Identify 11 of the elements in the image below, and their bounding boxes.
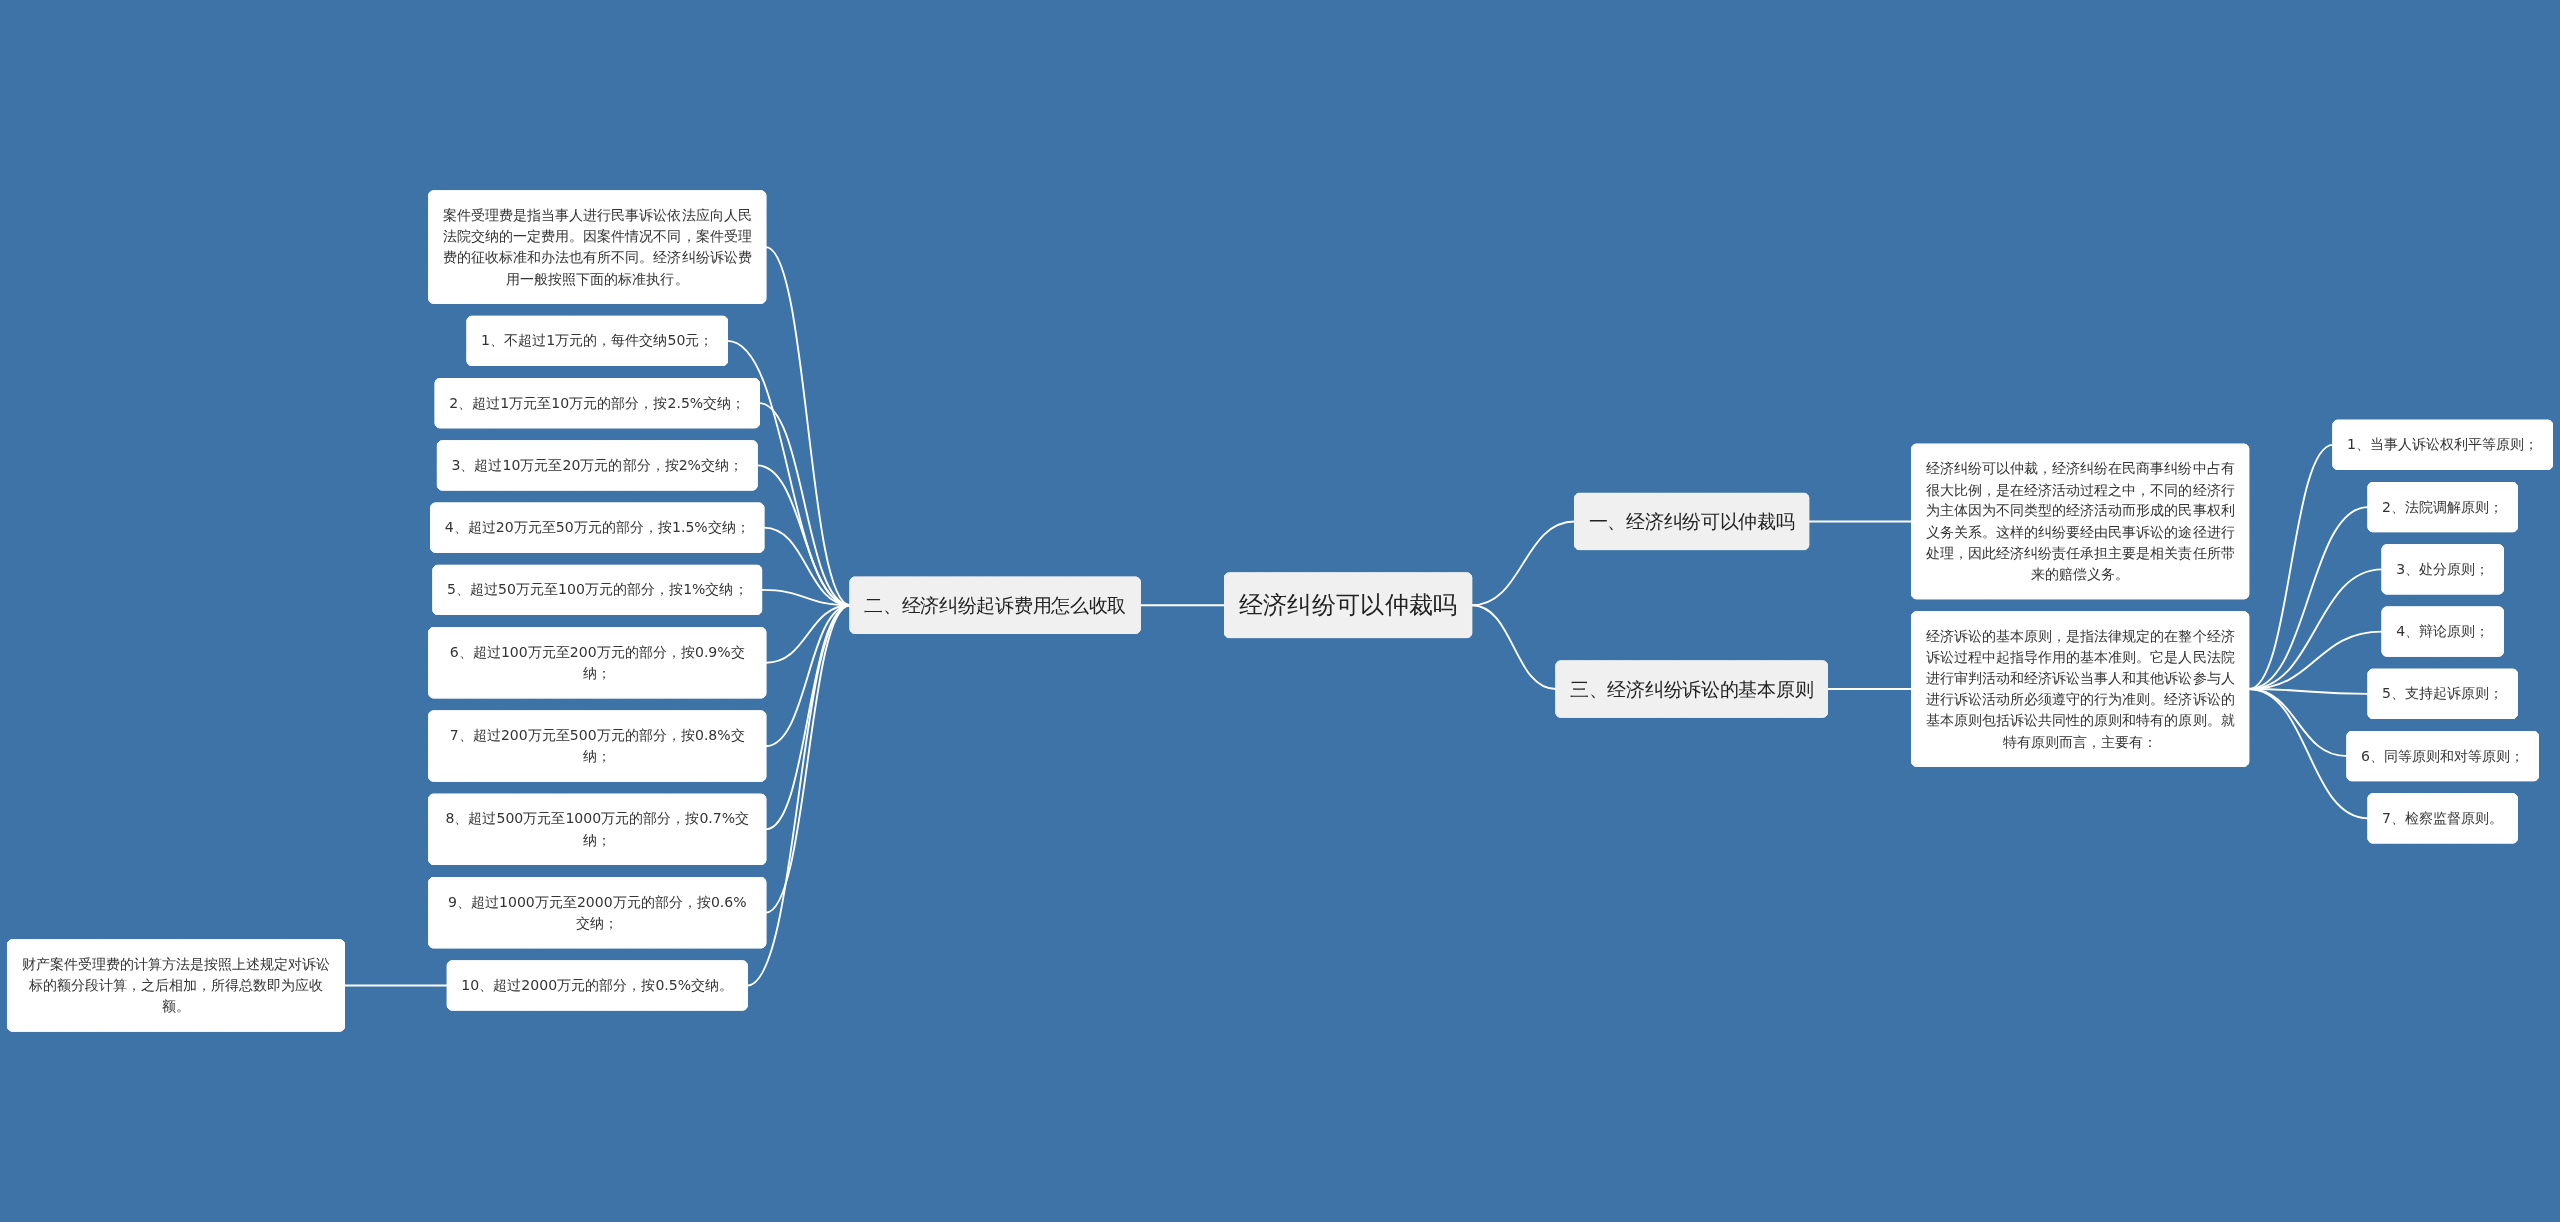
connector — [1139, 604, 1226, 607]
connector — [1807, 520, 1913, 523]
connector — [726, 340, 851, 607]
connector — [758, 402, 851, 607]
connector — [2247, 688, 2369, 820]
connector — [1470, 520, 1576, 607]
connector — [1470, 604, 1557, 690]
connector — [343, 984, 449, 987]
connector — [1826, 688, 1913, 690]
connector — [764, 604, 851, 914]
connector — [746, 604, 851, 987]
